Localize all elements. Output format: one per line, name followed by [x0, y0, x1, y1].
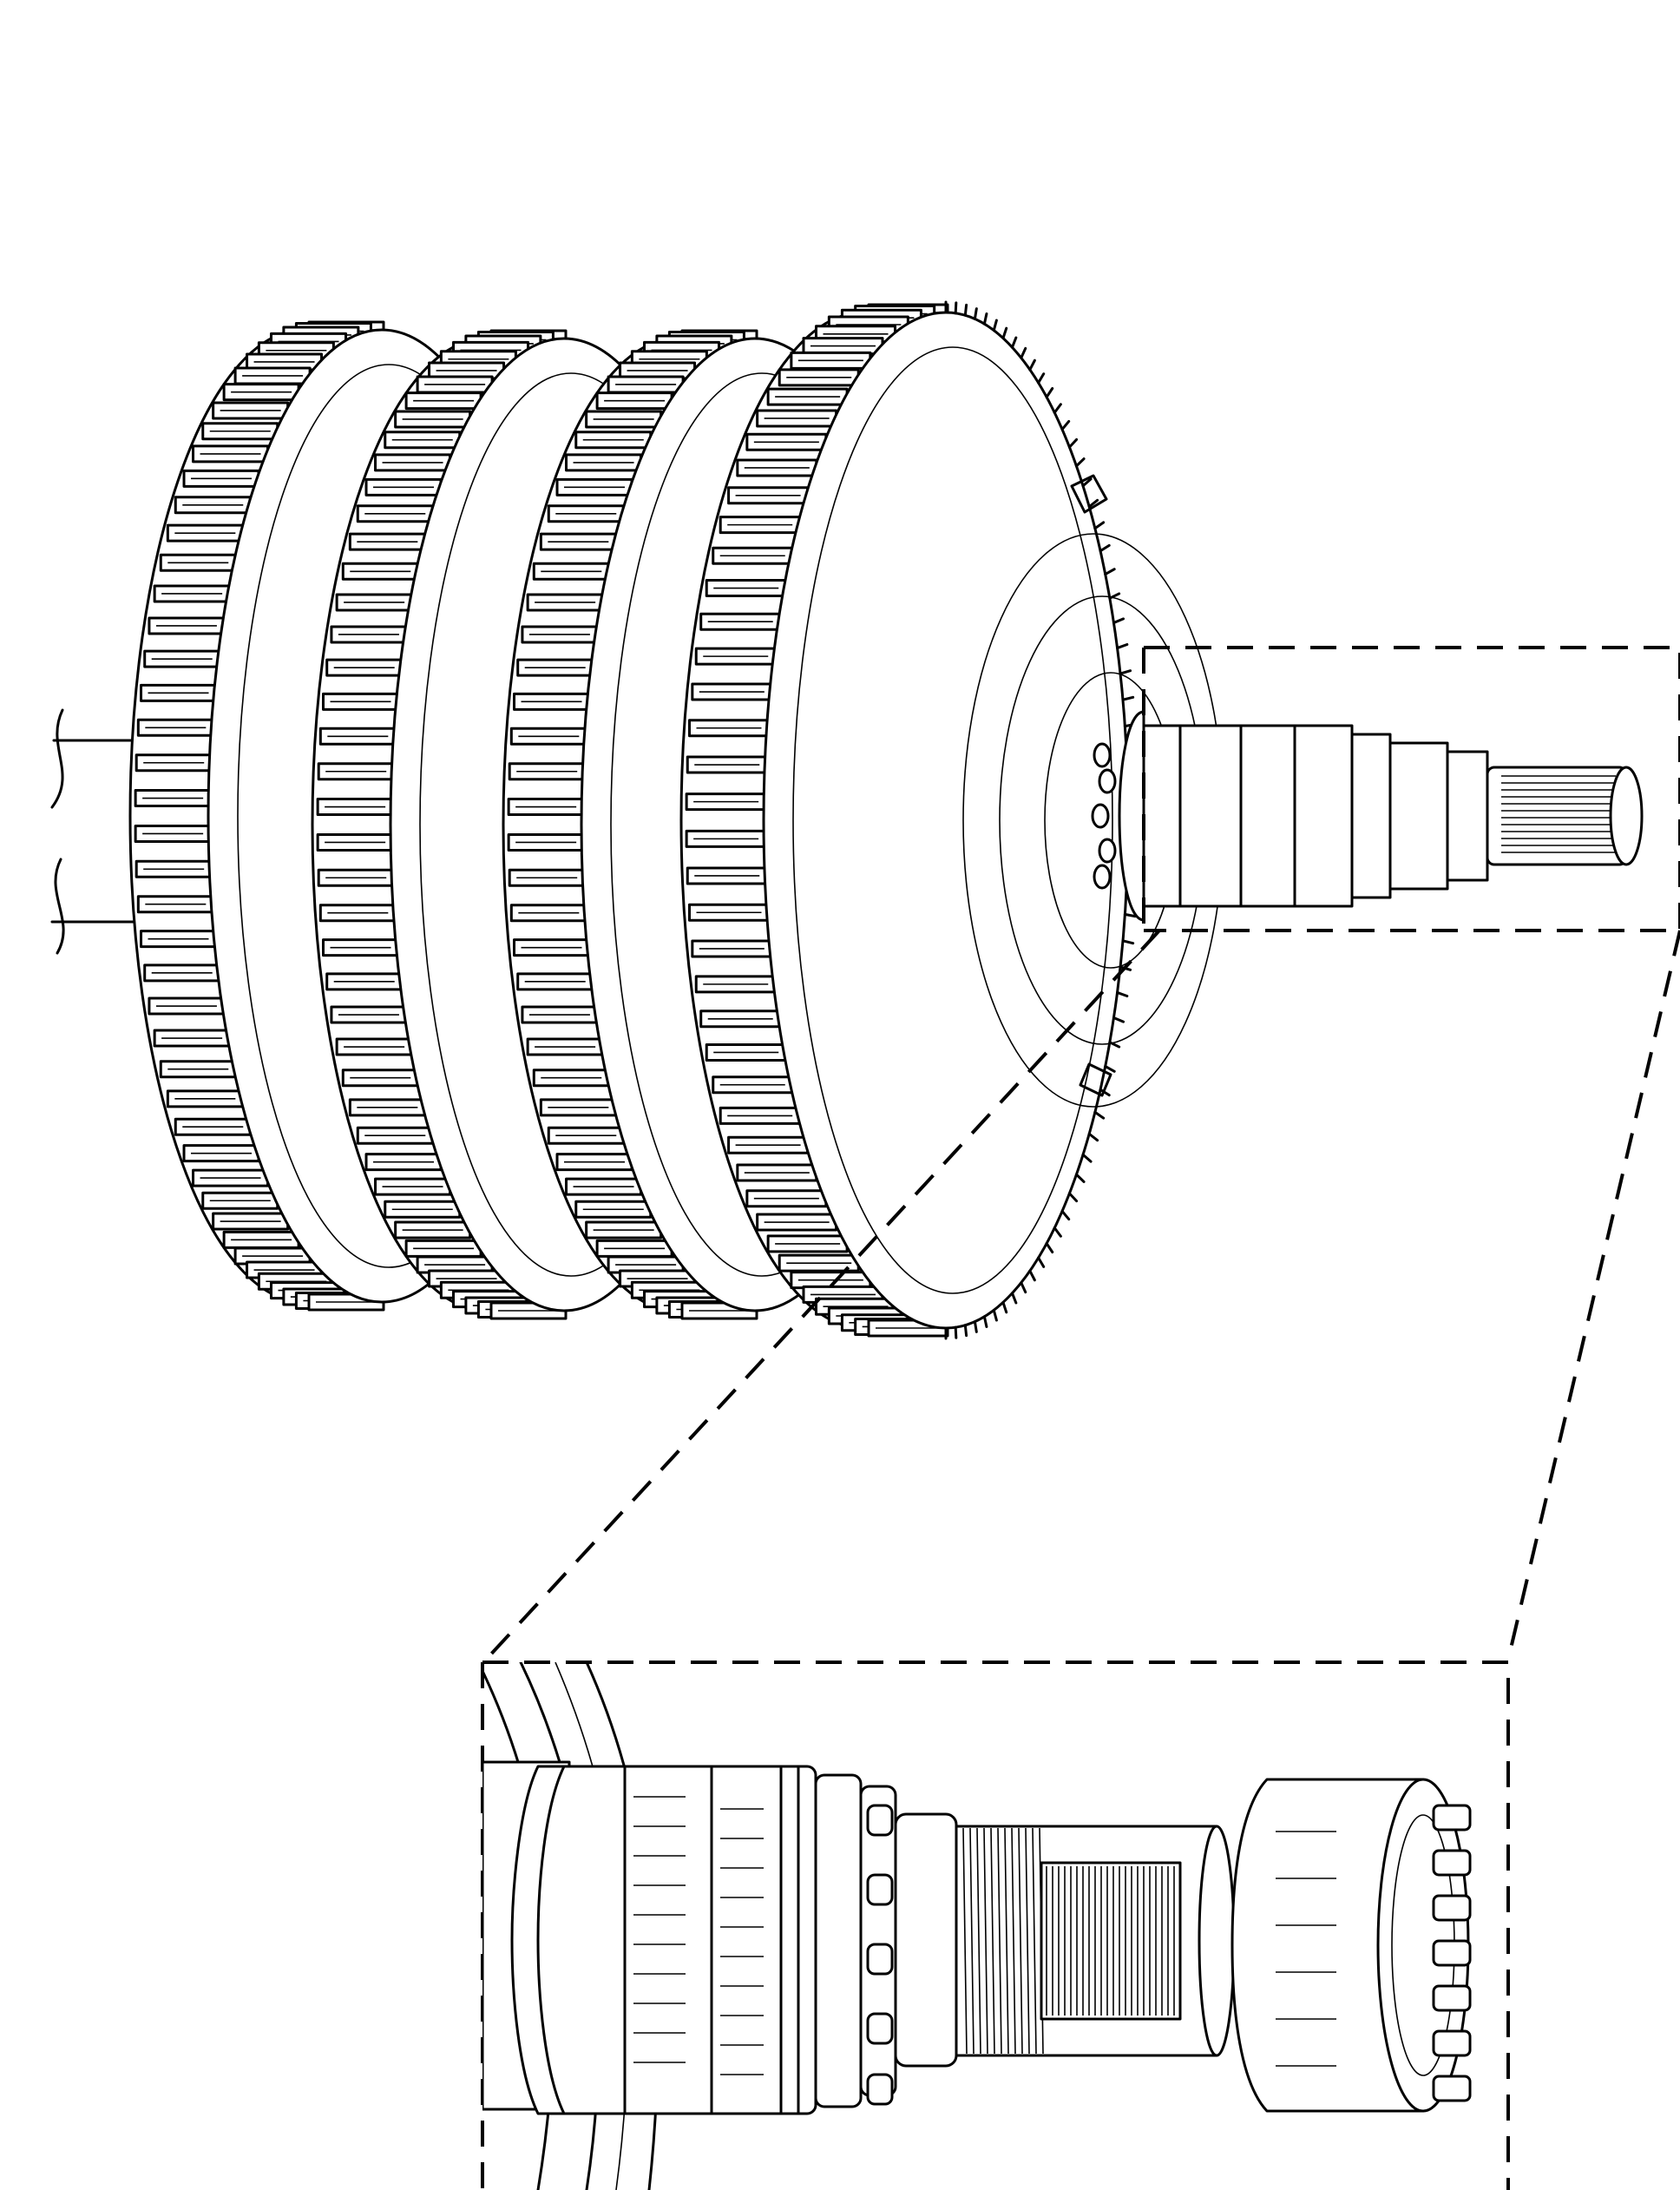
rim-serration — [992, 319, 998, 332]
socket-tooth — [1432, 1849, 1472, 1877]
socket-tooth — [1432, 1894, 1472, 1922]
rim-serration — [1020, 346, 1027, 359]
rim-serration — [1121, 695, 1135, 701]
rim-serration — [1010, 336, 1018, 349]
ring-notch — [866, 1943, 894, 1976]
rim-serration — [1060, 1209, 1071, 1221]
socket-tooth — [1432, 1939, 1472, 1967]
rim-serration — [1037, 1256, 1046, 1268]
rim-serration — [1099, 543, 1111, 553]
rim-serration — [973, 307, 978, 320]
rim-serration — [1067, 437, 1079, 449]
clutch-pack — [679, 300, 1140, 1340]
detail-callout-source — [484, 646, 1680, 1661]
ring-notch — [866, 1873, 894, 1906]
rim-serration — [1121, 939, 1135, 945]
thread-line — [1011, 1827, 1016, 2055]
hub-hole — [1093, 864, 1112, 890]
hub-hole — [1098, 768, 1117, 794]
rim-serration — [1045, 387, 1054, 399]
output-shaft-right — [1091, 710, 1644, 922]
rim-serration — [1045, 1241, 1054, 1253]
rim-serration — [963, 1324, 968, 1338]
ring-notch — [866, 2073, 894, 2106]
rim-serration — [1093, 521, 1106, 530]
rim-serration — [1104, 568, 1116, 576]
thread-line — [990, 1827, 995, 2055]
rim-serration — [963, 303, 968, 317]
rim-serration — [1010, 1292, 1018, 1305]
thread-line — [1018, 1827, 1023, 2055]
rim-serration — [1112, 1016, 1125, 1023]
clutch-packs — [128, 300, 1140, 1340]
thread-line — [976, 1827, 981, 2055]
rim-serration — [1020, 1281, 1027, 1294]
rim-serration — [1074, 1173, 1086, 1183]
rim-serration — [1001, 326, 1008, 340]
rim-serration — [954, 301, 958, 315]
rim-serration — [1028, 358, 1036, 372]
rim-serration — [1087, 498, 1099, 509]
rim-serration — [1067, 1192, 1079, 1203]
rim-serration — [1028, 1269, 1036, 1282]
rim-serration — [1060, 419, 1071, 431]
pack-front-rim — [762, 311, 1130, 1330]
rim-serration — [1116, 990, 1129, 998]
detail-view-enlarged — [481, 1661, 1510, 2190]
rim-serration — [1093, 1110, 1106, 1120]
rim-serration — [1116, 642, 1129, 650]
thread-line — [1004, 1827, 1009, 2055]
rim-serration — [1001, 1300, 1008, 1314]
socket-tooth — [1432, 1804, 1472, 1832]
rim-serration — [1074, 457, 1086, 468]
rim-serration — [1104, 1064, 1116, 1073]
rim-serration — [1081, 477, 1093, 488]
ring-notch — [866, 2012, 894, 2045]
rim-serration — [1087, 1132, 1099, 1142]
thread-line — [997, 1827, 1002, 2055]
rim-serration — [954, 1325, 958, 1339]
socket-tooth — [1432, 1984, 1472, 2012]
rim-serration — [1119, 669, 1132, 675]
rim-serration — [1123, 912, 1137, 918]
thread-line — [1025, 1827, 1030, 2055]
hub-hole — [1093, 742, 1112, 768]
rim-serration — [982, 1315, 988, 1329]
rim-serration — [1081, 1153, 1093, 1163]
thread-line — [962, 1827, 968, 2055]
socket-tooth — [1432, 2029, 1472, 2057]
hub-hole — [1091, 803, 1110, 829]
pack-inner-ring — [792, 346, 1113, 1294]
rim-serration — [1112, 617, 1125, 625]
rim-serration — [1037, 372, 1046, 385]
rim-serration — [982, 312, 988, 326]
rim-serration — [973, 1320, 978, 1333]
rim-serration — [1099, 1088, 1111, 1097]
thread-line — [983, 1827, 988, 2055]
socket-tooth — [1432, 2075, 1472, 2102]
ring-notch — [866, 1804, 894, 1837]
rim-serration — [992, 1308, 998, 1322]
rim-serration — [1053, 403, 1062, 414]
thread-line — [1032, 1827, 1037, 2055]
rim-serration — [1053, 1227, 1062, 1238]
thread-line — [969, 1827, 975, 2055]
hub-hole — [1098, 838, 1117, 864]
